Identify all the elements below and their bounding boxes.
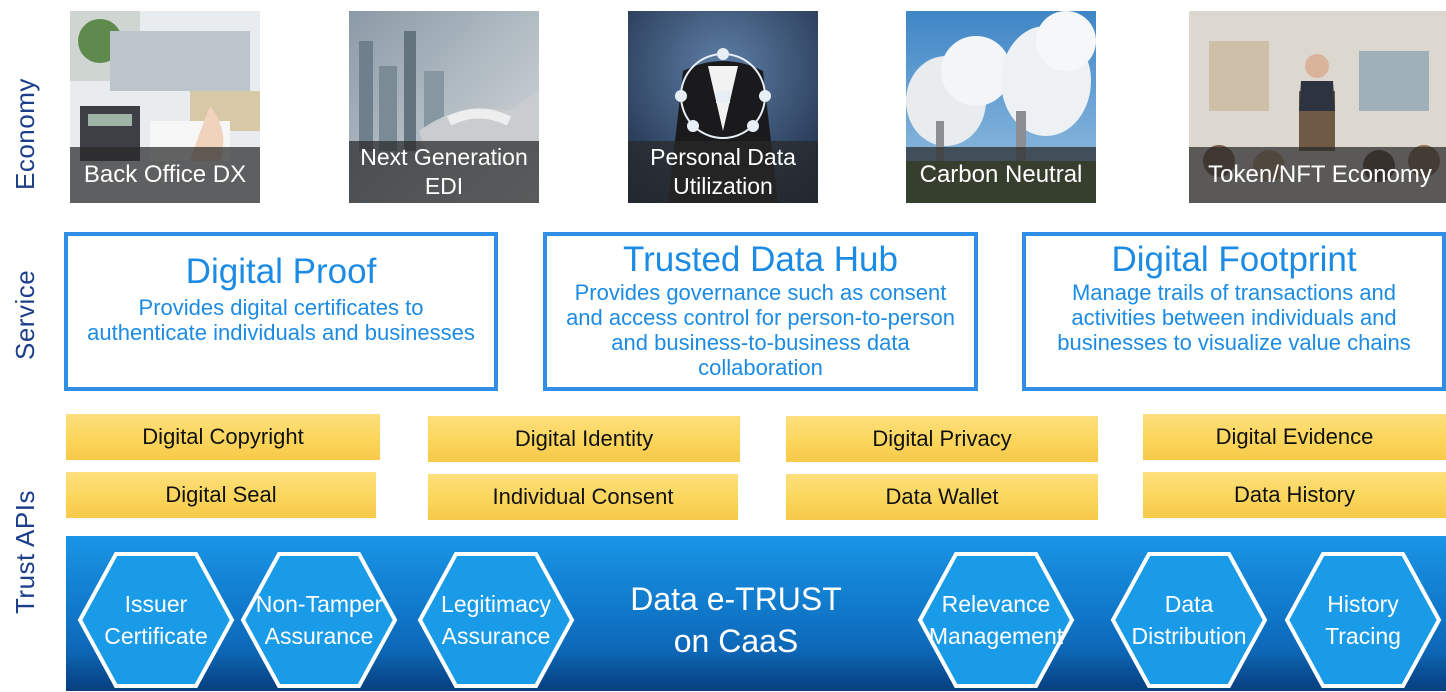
api-digital-evidence: Digital Evidence <box>1143 414 1446 460</box>
hexagon-shape <box>917 552 1075 688</box>
economy-tile-personal-data: Personal Data Utilization <box>628 11 818 203</box>
economy-tile-label: Next Generation EDI <box>349 141 539 203</box>
capability-issuer-certificate: Issuer Certificate <box>76 550 236 690</box>
api-data-wallet: Data Wallet <box>786 474 1098 520</box>
economy-tile-edi: Next Generation EDI <box>349 11 539 203</box>
capability-label: Legitimacy Assurance <box>441 591 551 649</box>
economy-tile-carbon-neutral: Carbon Neutral <box>906 11 1096 203</box>
row-label-service: Service <box>10 269 40 360</box>
api-digital-seal: Digital Seal <box>66 472 376 518</box>
service-description: Provides governance such as consent and … <box>566 280 955 380</box>
capability-legitimacy-assurance: Legitimacy Assurance <box>416 550 576 690</box>
capability-history-tracing: History Tracing <box>1283 550 1443 690</box>
hexagon-shape <box>1110 552 1268 688</box>
hexagon-shape <box>1284 552 1442 688</box>
capability-non-tamper-assurance: Non-Tamper Assurance <box>239 550 399 690</box>
service-trusted-data-hub: Trusted Data Hub Provides governance suc… <box>543 232 978 391</box>
api-digital-privacy: Digital Privacy <box>786 416 1098 462</box>
service-digital-proof: Digital Proof Provides digital certifica… <box>64 232 498 391</box>
service-title: Digital Footprint <box>1111 240 1357 279</box>
capability-label: Non-Tamper Assurance <box>255 591 383 649</box>
api-data-history: Data History <box>1143 472 1446 518</box>
service-title: Digital Proof <box>185 252 377 291</box>
hexagon-shape <box>240 552 398 688</box>
platform-title: Data e-TRUST on CaaS <box>621 578 851 662</box>
economy-tile-label: Token/NFT Economy <box>1189 147 1446 203</box>
economy-tile-token-nft: Token/NFT Economy <box>1189 11 1446 203</box>
data-etrust-platform: Issuer Certificate Non-Tamper Assurance … <box>66 536 1446 691</box>
api-individual-consent: Individual Consent <box>428 474 738 520</box>
api-digital-copyright: Digital Copyright <box>66 414 380 460</box>
service-title: Trusted Data Hub <box>623 240 898 279</box>
capability-data-distribution: Data Distribution <box>1109 550 1269 690</box>
office-desk-photo <box>70 11 260 203</box>
capability-label: History Tracing <box>1325 591 1401 649</box>
row-label-economy: Economy <box>10 78 40 190</box>
economy-tile-label: Carbon Neutral <box>906 147 1096 203</box>
api-digital-identity: Digital Identity <box>428 416 740 462</box>
hexagon-shape <box>417 552 575 688</box>
service-description: Manage trails of transactions and activi… <box>1057 280 1411 355</box>
platform-title-line2: on CaaS <box>673 623 799 659</box>
capability-relevance-management: Relevance Management <box>916 550 1076 690</box>
capability-label: Data Distribution <box>1131 591 1247 649</box>
platform-title-line1: Data e-TRUST <box>630 581 842 617</box>
row-label-trust-apis: Trust APIs <box>10 490 40 614</box>
economy-tile-label: Back Office DX <box>70 147 260 203</box>
service-digital-footprint: Digital Footprint Manage trails of trans… <box>1022 232 1446 391</box>
hexagon-shape <box>77 552 235 688</box>
capability-label: Issuer Certificate <box>104 591 208 649</box>
economy-tile-label: Personal Data Utilization <box>628 141 818 203</box>
economy-tile-back-office: Back Office DX <box>70 11 260 203</box>
capability-label: Relevance Management <box>928 591 1064 649</box>
service-description: Provides digital certificates to authent… <box>87 295 475 345</box>
